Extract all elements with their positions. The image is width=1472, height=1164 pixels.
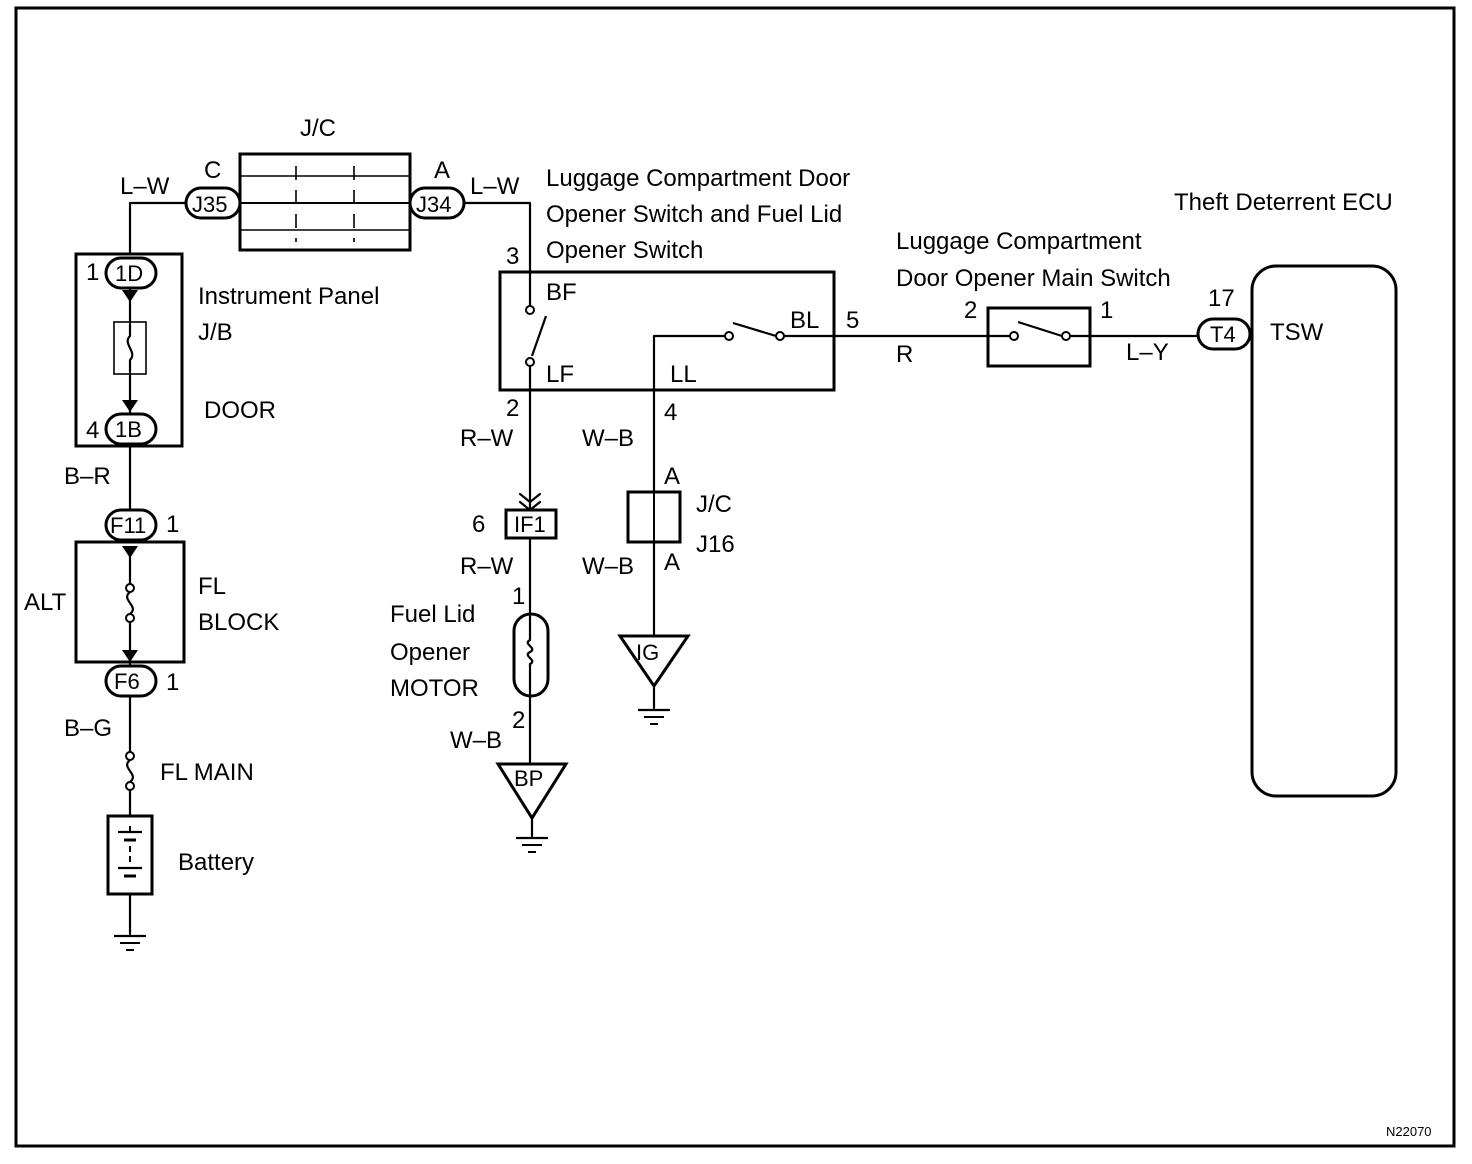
ecu-title: Theft Deterrent ECU [1174,189,1393,216]
jc-top-label: J/C [300,115,336,142]
motor-label-line-1: Fuel Lid [390,601,475,628]
tsw-label: TSW [1270,319,1324,346]
switch-pin-2: 2 [506,395,519,422]
fuel-lid-motor-branch [495,388,569,853]
main-switch-title-line-2: Door Opener Main Switch [896,265,1171,292]
ground-bp-triangle [495,762,569,821]
wire-lw-right [462,201,532,274]
fusible-link-fl-main-icon [126,758,134,784]
wire-ly-label: L–Y [1126,339,1169,366]
main-switch-title-line-1: Luggage Compartment [896,228,1142,255]
motor-label-line-2: Opener [390,639,470,666]
wire-r-label: R [896,341,913,368]
wire-lw-left [128,201,190,260]
figure-id: N22070 [1386,1124,1432,1139]
wire-lw-right-label: L–W [470,173,520,200]
diagram-labels: J/C C A J35 J34 L–W L–W Luggage Compartm… [24,115,1432,1139]
connector-if1-label: IF1 [514,512,546,537]
wire-rw-1-label: R–W [460,425,514,452]
f6-pin: 1 [166,669,179,696]
if1-pin: 6 [472,511,485,538]
switch-box [498,270,836,392]
switch-pin-4: 4 [664,399,677,426]
connector-arrow-icon [122,400,138,412]
ground-bp-label: BP [514,766,543,791]
wire-bg-label: B–G [64,715,112,742]
connector-f6-label: F6 [114,669,140,694]
connector-1d-label: 1D [115,261,143,286]
wire-wb-3-label: W–B [450,727,502,754]
battery-label: Battery [178,849,254,876]
motor-pin-2: 2 [512,707,525,734]
jc16-label-line-1: J/C [696,491,732,518]
ground-icon [638,708,670,725]
jc16-pin-a-bottom: A [664,549,680,576]
connector-t4-label: T4 [1210,322,1236,347]
connector-arrow-icon [122,546,138,558]
jc-top-pin-c: C [204,157,221,184]
motor-label-line-3: MOTOR [390,675,479,702]
luggage-main-switch [986,306,1092,368]
ground-icon [516,836,548,853]
jc-top-pin-a: A [434,157,450,184]
main-switch-contact-icon [1017,320,1063,338]
fuel-lid-contact-icon [530,315,548,357]
connector-j34-label: J34 [416,192,451,217]
connector-f11 [104,508,158,542]
connector-t4 [1196,317,1252,351]
connector-arrow-icon [122,290,138,302]
ground-icon [114,934,146,951]
jc-top-junction [184,152,466,252]
switch-terminal-bf: BF [546,279,577,306]
connector-arrow-icon [122,650,138,662]
main-switch-pin-1: 1 [1100,297,1113,324]
jb-pin-4: 4 [86,417,99,444]
jb-title-line-1: Instrument Panel [198,283,379,310]
jc16-pin-a-top: A [664,463,680,490]
switch-title-line-3: Opener Switch [546,237,703,264]
fuse-door-icon [126,322,134,374]
jb-title-line-2: J/B [198,319,233,346]
fusible-link-alt-icon [126,590,134,616]
switch-terminal-ll: LL [670,361,697,388]
connector-f11-label: F11 [110,513,146,538]
connector-j35 [184,186,242,220]
motor-pin-1: 1 [512,583,525,610]
jc16-label-line-2: J16 [696,531,735,558]
ground-ig-label: IG [636,640,659,665]
jb-pin-1: 1 [86,259,99,286]
switch-pin-3: 3 [506,243,519,270]
switch-title-line-1: Luggage Compartment Door [546,165,850,192]
switch-terminal-bl: BL [790,307,819,334]
wire-br-label: B–R [64,463,111,490]
switch-pin-5: 5 [846,307,859,334]
t4-pin: 17 [1208,285,1235,312]
connector-1b-label: 1B [115,417,142,442]
f11-pin: 1 [166,511,179,538]
fl-main-label: FL MAIN [160,759,254,786]
power-supply-chain [74,201,190,951]
fl-block-line-2: BLOCK [198,609,279,636]
alt-label: ALT [24,589,67,616]
fuse-door-label: DOOR [204,397,276,424]
fl-block-line-1: FL [198,573,226,600]
connector-j35-label: J35 [192,192,227,217]
luggage-contact-icon [732,321,777,338]
wire-lw-left-label: L–W [120,173,170,200]
theft-deterrent-ecu-box [1250,264,1398,798]
switch-title-line-2: Opener Switch and Fuel Lid [546,201,842,228]
ground-ig-triangle [617,634,691,689]
wire-wb-1-label: W–B [582,425,634,452]
motor-coil-icon [526,614,534,696]
jc16-branch [617,388,691,725]
luggage-fuel-switch [498,270,836,392]
main-switch-pin-2: 2 [964,297,977,324]
diagram-frame [14,6,1456,1148]
wire-wb-2-label: W–B [582,553,634,580]
wire-rw-2-label: R–W [460,553,514,580]
battery-icon [118,826,142,878]
switch-terminal-lf: LF [546,361,574,388]
